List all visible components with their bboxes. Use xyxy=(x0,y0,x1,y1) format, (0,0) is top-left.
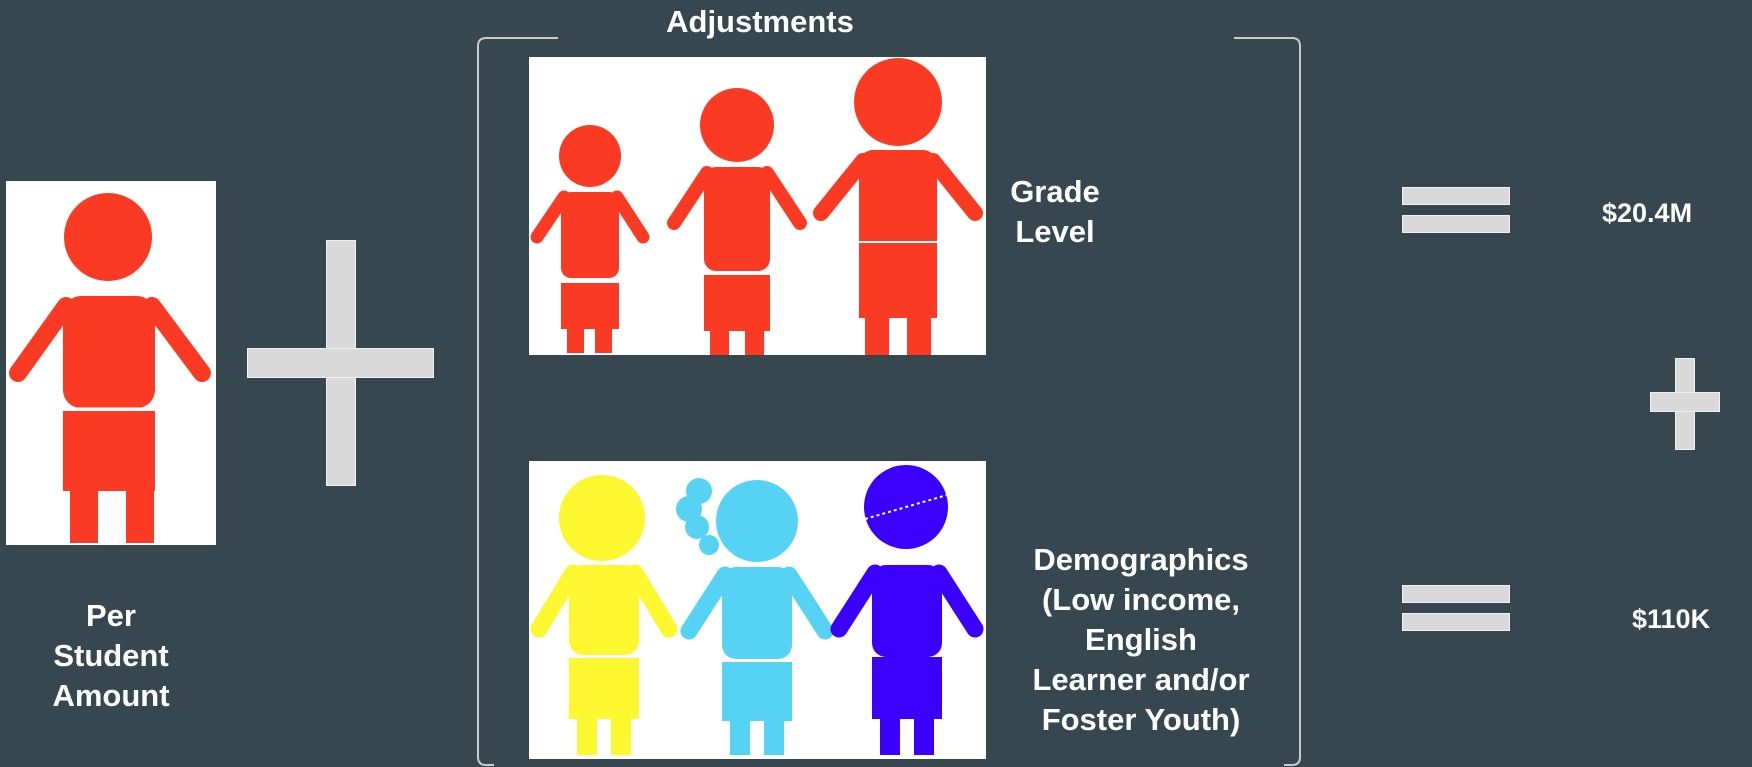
child-figure-small-icon xyxy=(530,125,650,353)
child-figure-violet-icon xyxy=(830,465,984,755)
per-student-image xyxy=(6,181,216,545)
small-plus-icon xyxy=(1650,358,1720,450)
demographics-result-amount: $110K xyxy=(1632,604,1711,634)
grade-level-label-line: Level xyxy=(1015,214,1095,249)
grade-result-amount: $20.4M xyxy=(1602,198,1693,228)
demographics-label-line: English xyxy=(1085,622,1197,657)
demographics-label-line: (Low income, xyxy=(1041,582,1241,617)
per-student-label: Per Student Amount xyxy=(0,596,222,716)
child-figure-red-icon xyxy=(9,193,211,543)
demographics-label-line: Learner and/or xyxy=(1032,662,1250,697)
per-student-label-line: Amount xyxy=(52,678,170,713)
adjustments-title: Adjustments xyxy=(666,4,854,39)
grade-level-label: Grade Level xyxy=(990,172,1120,252)
child-figure-yellow-icon xyxy=(530,475,678,755)
grade-level-label-line: Grade xyxy=(1010,174,1100,209)
child-figure-medium-icon xyxy=(667,88,807,355)
equals-icon-bottom xyxy=(1402,585,1510,633)
grade-level-image xyxy=(529,57,986,355)
equals-icon xyxy=(1402,187,1510,235)
demographics-label-line: Foster Youth) xyxy=(1041,702,1241,737)
demographics-image xyxy=(529,461,986,759)
child-figure-light-blue-icon xyxy=(676,478,834,755)
plus-icon xyxy=(247,240,434,486)
per-student-label-line: Student xyxy=(53,638,169,673)
per-student-label-line: Per xyxy=(86,598,136,633)
demographics-label-line: Demographics xyxy=(1033,542,1249,577)
demographics-label: Demographics (Low income, English Learne… xyxy=(996,540,1286,740)
child-figure-large-icon xyxy=(813,58,983,355)
